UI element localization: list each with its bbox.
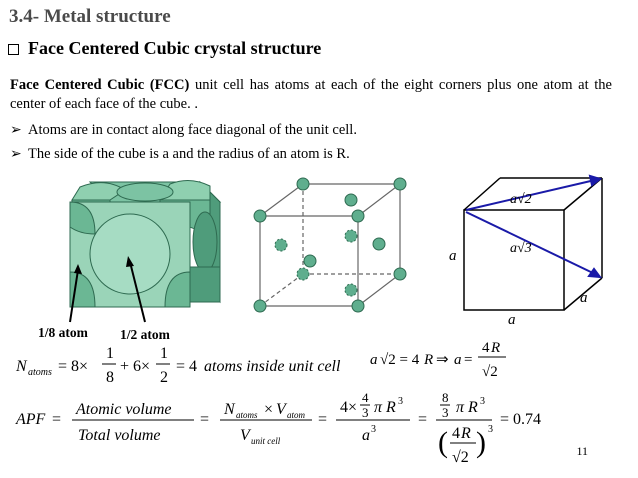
label-eighth-atom: 1/8 atom xyxy=(38,325,88,340)
svg-text:3: 3 xyxy=(488,424,493,435)
svg-text:=: = xyxy=(52,411,61,428)
page-number: 11 xyxy=(576,444,588,458)
svg-text:1: 1 xyxy=(106,345,114,362)
subsection-title: Face Centered Cubic crystal structure xyxy=(28,38,322,58)
apf-equation: APF = Atomic volume Total volume = N ato… xyxy=(15,390,541,466)
cube-label-a-left: a xyxy=(449,248,457,264)
svg-text:1: 1 xyxy=(160,345,168,362)
svg-text:=: = xyxy=(318,411,327,428)
svg-text:Total volume: Total volume xyxy=(78,427,161,444)
svg-text:a: a xyxy=(454,352,462,368)
intro-paragraph: Face Centered Cubic (FCC) unit cell has … xyxy=(10,76,612,114)
svg-text:π R: π R xyxy=(374,399,396,416)
svg-text:3: 3 xyxy=(442,405,449,420)
svg-text:= 0.74: = 0.74 xyxy=(500,411,541,428)
svg-text:R: R xyxy=(490,340,500,356)
svg-text:2: 2 xyxy=(160,369,168,386)
svg-text:N: N xyxy=(15,358,28,375)
svg-text:atoms: atoms xyxy=(236,410,258,420)
svg-text:V: V xyxy=(276,401,288,418)
svg-text:⇒: ⇒ xyxy=(436,352,449,368)
svg-text:APF: APF xyxy=(15,411,46,428)
svg-text:V: V xyxy=(240,427,252,444)
svg-text:3: 3 xyxy=(480,396,485,407)
cube-label-a-right: a xyxy=(580,290,588,306)
svg-text:+ 6×: + 6× xyxy=(120,358,150,375)
svg-text:(: ( xyxy=(438,426,448,459)
svg-text:3: 3 xyxy=(362,405,369,420)
svg-text:4: 4 xyxy=(452,425,460,442)
cube-label-a-bottom: a xyxy=(508,312,516,328)
intro-rest: unit cell has atoms at each of the eight… xyxy=(10,77,612,112)
svg-text:atom: atom xyxy=(287,410,306,420)
svg-text:= 8×: = 8× xyxy=(58,358,88,375)
svg-text:N: N xyxy=(223,401,236,418)
svg-text:π R: π R xyxy=(456,399,478,416)
svg-text:√2 = 4: √2 = 4 xyxy=(380,352,420,368)
svg-text:unit cell: unit cell xyxy=(251,436,281,446)
arrow-bullet-icon: ➢ xyxy=(10,147,22,162)
svg-text:atoms: atoms xyxy=(28,367,52,378)
svg-text:8: 8 xyxy=(442,390,449,405)
fcc-packing-figure xyxy=(69,180,222,308)
svg-text:√2: √2 xyxy=(482,364,498,380)
svg-text:8: 8 xyxy=(106,369,114,386)
n-atoms-equation: N atoms = 8× 1 8 + 6× 1 2 = 4 atoms insi… xyxy=(15,345,341,386)
svg-text:a√3: a√3 xyxy=(510,241,532,256)
svg-text:a√2: a√2 xyxy=(510,192,532,207)
svg-text:): ) xyxy=(476,426,486,459)
label-arrows xyxy=(69,256,146,323)
square-bullet-icon xyxy=(8,44,19,55)
point-2: The side of the cube is a and the radius… xyxy=(28,146,350,162)
svg-text:=: = xyxy=(464,352,472,368)
svg-text:4: 4 xyxy=(362,390,369,405)
svg-text:4×: 4× xyxy=(340,399,357,416)
intro-bold: Face Centered Cubic (FCC) xyxy=(10,77,190,93)
svg-text:a: a xyxy=(370,352,378,368)
svg-text:×: × xyxy=(264,401,273,418)
svg-text:=: = xyxy=(418,411,427,428)
svg-text:atoms inside unit cell: atoms inside unit cell xyxy=(204,358,341,375)
svg-text:=: = xyxy=(200,411,209,428)
svg-text:√2: √2 xyxy=(452,449,469,466)
svg-text:Atomic volume: Atomic volume xyxy=(75,401,172,418)
svg-text:3: 3 xyxy=(398,396,403,407)
svg-text:= 4: = 4 xyxy=(176,358,197,375)
arrow-bullet-icon: ➢ xyxy=(10,123,22,138)
svg-text:a: a xyxy=(362,427,370,444)
svg-text:R: R xyxy=(423,352,433,368)
label-half-atom: 1/2 atom xyxy=(120,327,170,342)
svg-text:R: R xyxy=(460,425,471,442)
svg-text:3: 3 xyxy=(371,424,376,435)
point-1: Atoms are in contact along face diagonal… xyxy=(28,122,357,138)
fcc-lattice-figure xyxy=(253,177,407,313)
cube-diagonal-figure: a√2 a√3 xyxy=(463,174,603,311)
section-title: 3.4- Metal structure xyxy=(9,6,171,27)
svg-text:4: 4 xyxy=(482,340,490,356)
